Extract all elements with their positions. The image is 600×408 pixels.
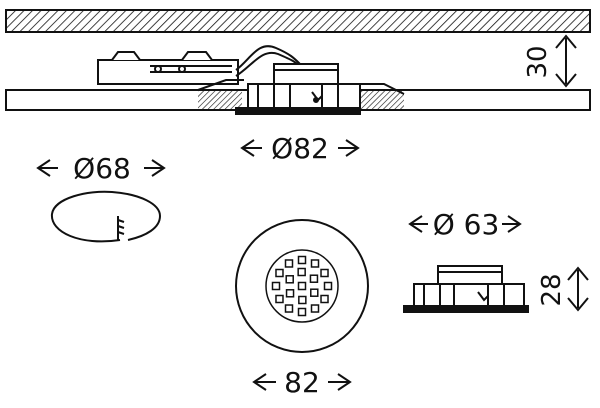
dimension-label-cutout-top: Ø82 (271, 132, 329, 165)
dimension-label-ceiling-gap: 30 (523, 45, 553, 78)
led-dot (298, 295, 307, 305)
dimension-front-diameter: 82 (252, 366, 352, 399)
led-dot (320, 294, 329, 304)
led-dot (284, 304, 294, 313)
dimension-label-front-diameter: 82 (284, 366, 320, 399)
led-dot (310, 304, 320, 313)
led-dot (285, 289, 295, 298)
led-dot (310, 259, 320, 268)
led-dot (284, 259, 294, 268)
dimension-body-diameter: Ø 63 (408, 208, 522, 241)
arrow-right-icon (345, 139, 360, 157)
arrow-right-icon (337, 373, 352, 391)
led-dot (309, 274, 319, 283)
dimension-ceiling-gap: 30 (523, 34, 577, 88)
led-dot (323, 281, 333, 291)
arrow-right-icon (151, 159, 166, 177)
double-arrow-vertical-icon (567, 266, 589, 281)
dimension-label-body-height: 28 (537, 273, 567, 306)
dimension-hole-cutout: Ø68 (36, 152, 166, 185)
led-dot (275, 268, 284, 278)
driver-box (97, 51, 239, 85)
downlight-front-view (235, 219, 369, 353)
led-dot (285, 275, 294, 284)
dimension-label-hole-cutout: Ø68 (73, 152, 131, 185)
led-dot (297, 307, 307, 317)
led-dot (297, 255, 307, 265)
led-dot (310, 288, 319, 297)
hole-cutout-drawing (50, 190, 162, 243)
downlight-installed (235, 63, 361, 115)
arrow-right-icon (507, 215, 522, 233)
led-dot (271, 281, 281, 291)
spring-clip (197, 79, 405, 95)
ceiling-slab (5, 9, 591, 33)
dimension-cutout-top: Ø82 (240, 132, 360, 165)
led-dot (297, 267, 306, 277)
led-array (271, 255, 333, 317)
led-dot (320, 268, 329, 278)
dimension-body-height: 28 (537, 266, 589, 312)
led-dot (297, 281, 307, 291)
led-dot (275, 294, 284, 304)
double-arrow-vertical-icon (555, 34, 577, 49)
downlight-side-view (403, 265, 529, 313)
dimension-label-body-diameter: Ø 63 (433, 208, 500, 241)
